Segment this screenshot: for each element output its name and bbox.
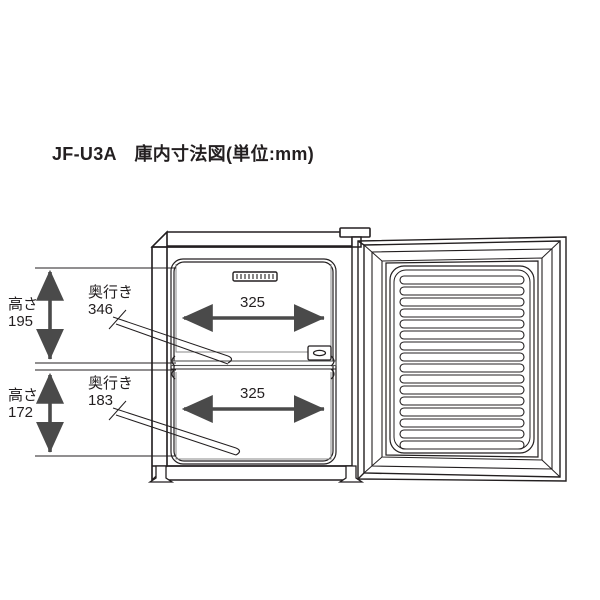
foot-right xyxy=(337,465,365,483)
door-ribs xyxy=(399,275,525,450)
vent-grille xyxy=(232,271,278,282)
extension-lines xyxy=(35,267,176,457)
interior-lower-compartment xyxy=(175,372,332,460)
depth-label-lower: 奥行き 183 xyxy=(88,375,134,409)
door-latch xyxy=(307,345,332,361)
interior-upper-compartment xyxy=(175,264,332,353)
height-label-upper: 高さ 195 xyxy=(8,296,39,330)
width-label-upper: 325 xyxy=(240,294,266,311)
cabinet-body xyxy=(150,230,353,482)
hinge xyxy=(339,227,371,248)
depth-leader-lower xyxy=(108,400,241,456)
width-label-lower: 325 xyxy=(240,385,266,402)
depth-label-upper: 奥行き 346 xyxy=(88,284,134,318)
door-panel xyxy=(357,236,567,482)
foot-left xyxy=(147,465,175,483)
page-title: JF-U3A 庫内寸法図(単位:mm) xyxy=(52,144,315,164)
depth-leader-upper xyxy=(108,309,233,365)
height-label-lower: 高さ 172 xyxy=(8,387,39,421)
